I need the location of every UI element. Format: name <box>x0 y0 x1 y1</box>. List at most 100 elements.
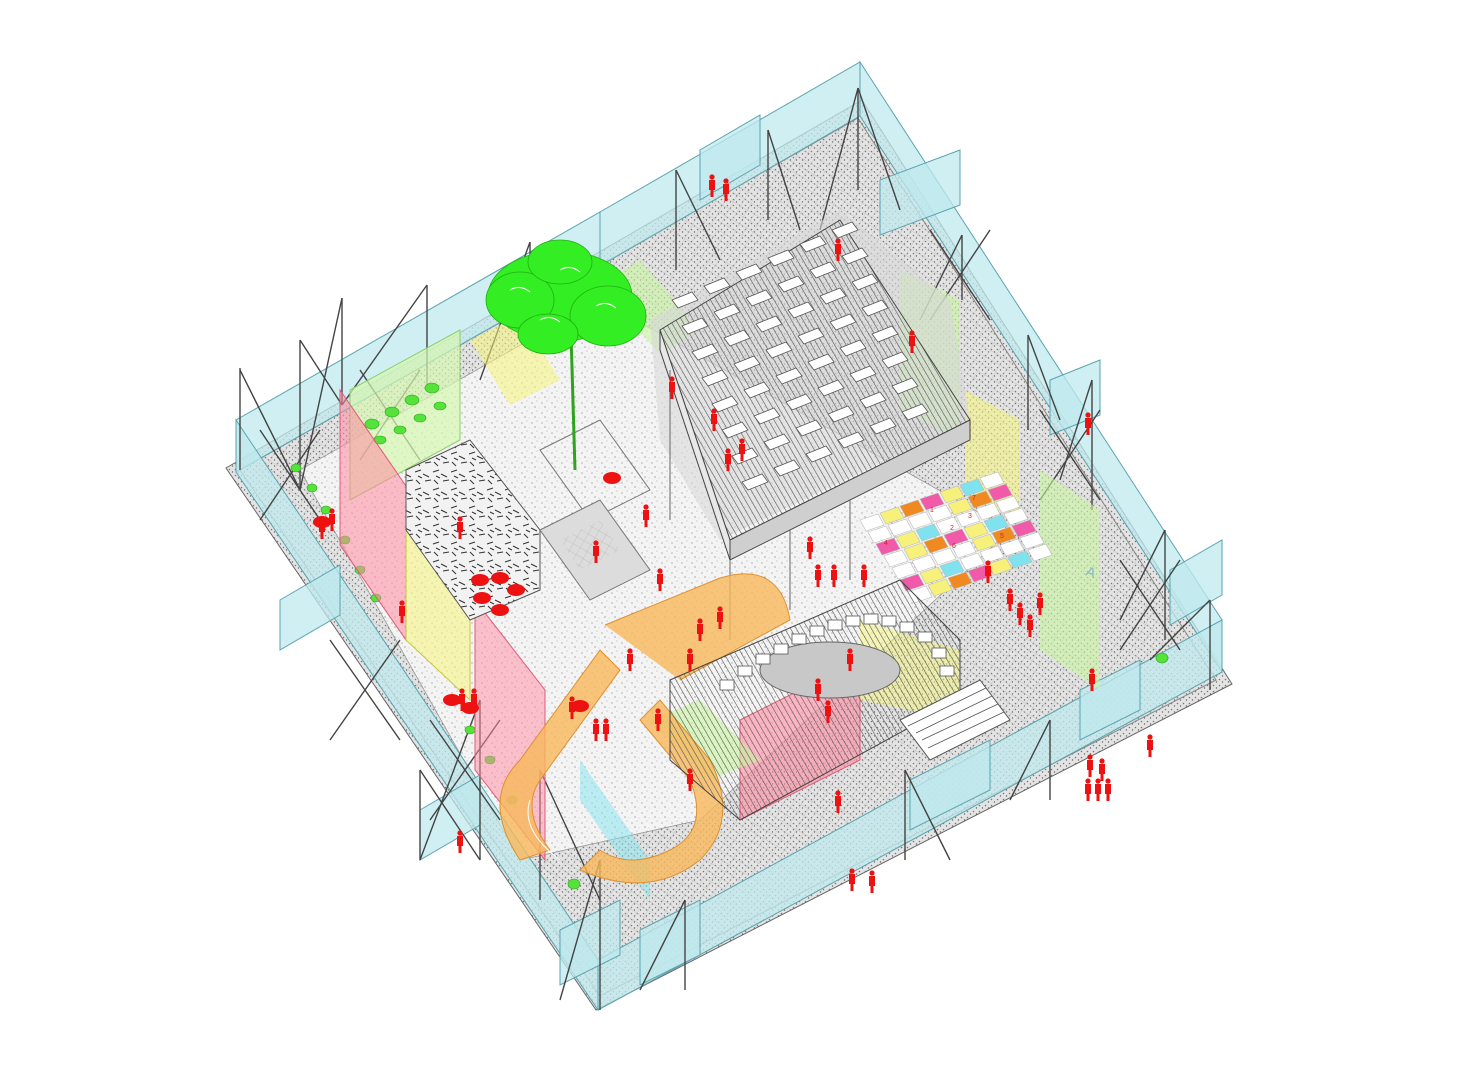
hopscotch-cell <box>951 540 977 559</box>
desk <box>731 447 759 465</box>
hopscotch-cell <box>1003 507 1029 526</box>
person-figure <box>1085 778 1091 801</box>
desk <box>681 317 709 335</box>
amphitheatre <box>669 579 1011 821</box>
person-figure <box>603 718 609 741</box>
person-figure <box>1027 614 1033 637</box>
desk <box>785 393 813 411</box>
hopscotch-cell <box>959 478 985 497</box>
desk <box>901 403 929 421</box>
desk <box>829 313 857 331</box>
hopscotch-cell <box>979 471 1005 490</box>
person-figure <box>669 376 675 399</box>
desk <box>733 355 761 373</box>
person-figure <box>457 516 463 539</box>
desk <box>743 381 771 399</box>
person-figure <box>861 564 867 587</box>
desk <box>837 431 865 449</box>
desk <box>767 249 795 267</box>
hopscotch-number: 7 <box>972 495 976 502</box>
person-figure <box>869 870 875 893</box>
hopscotch-cell <box>919 492 945 511</box>
desk <box>795 419 823 437</box>
desk <box>721 421 749 439</box>
person-figure <box>709 174 715 197</box>
desk <box>753 407 781 425</box>
desk <box>819 287 847 305</box>
seated-group <box>313 516 331 528</box>
hopscotch-cell <box>915 523 941 542</box>
desk <box>755 315 783 333</box>
person-figure <box>1087 754 1093 777</box>
person-figure <box>697 618 703 641</box>
person-figure <box>1007 588 1013 611</box>
hopscotch-cell <box>1007 550 1033 569</box>
desk <box>869 417 897 435</box>
hopscotch-cell <box>879 506 905 525</box>
hopscotch-cell <box>911 554 937 573</box>
desk <box>805 445 833 463</box>
seated-group <box>571 700 589 712</box>
seated-group <box>473 592 491 604</box>
person-figure <box>1105 778 1111 801</box>
hopscotch-cell <box>923 535 949 554</box>
desk <box>723 329 751 347</box>
hopscotch-cell <box>919 566 945 585</box>
desk <box>703 277 731 295</box>
desk <box>849 365 877 383</box>
hopscotch-cell <box>1019 531 1045 550</box>
person-figure <box>687 768 693 791</box>
person-figure <box>985 560 991 583</box>
hopscotch-cell <box>963 521 989 540</box>
desk <box>711 395 739 413</box>
desk <box>807 353 835 371</box>
hopscotch-cell <box>859 513 885 532</box>
desk <box>735 263 763 281</box>
hopscotch-cell <box>975 502 1001 521</box>
person-figure <box>711 408 717 431</box>
hopscotch-cell <box>959 552 985 571</box>
structural-masts <box>239 87 1211 1010</box>
desk <box>809 261 837 279</box>
hopscotch-cell <box>895 530 921 549</box>
person-figure <box>627 648 633 671</box>
desk <box>861 299 889 317</box>
person-figure <box>725 448 731 471</box>
desk <box>765 341 793 359</box>
person-figure <box>1037 592 1043 615</box>
tree <box>485 239 647 471</box>
people-figures <box>313 174 1153 893</box>
person-figure <box>807 536 813 559</box>
hopscotch-cell <box>983 514 1009 533</box>
person-figure <box>849 868 855 891</box>
hopscotch-cell <box>927 504 953 523</box>
hopscotch-number: 2 <box>950 525 954 532</box>
hopscotch-cell <box>867 525 893 544</box>
desk <box>841 247 869 265</box>
seated-group <box>471 574 489 586</box>
hopscotch-number: 5 <box>1000 533 1004 540</box>
seated-group <box>491 572 509 584</box>
desk <box>871 325 899 343</box>
hopscotch-cell <box>907 511 933 530</box>
person-figure <box>329 508 335 531</box>
person-figure <box>593 540 599 563</box>
hopscotch-number: 4 <box>884 540 888 547</box>
hopscotch-cell <box>999 538 1025 557</box>
person-figure <box>835 790 841 813</box>
seated-group <box>507 584 525 596</box>
hopscotch-cell <box>947 497 973 516</box>
desk <box>839 339 867 357</box>
person-figure <box>1089 668 1095 691</box>
person-figure <box>643 504 649 527</box>
person-figure <box>657 568 663 591</box>
desk <box>799 235 827 253</box>
person-figure <box>847 648 853 671</box>
person-figure <box>1095 778 1101 801</box>
person-figure <box>1099 758 1105 781</box>
person-figure <box>835 238 841 261</box>
hopscotch-number: 6 <box>952 543 956 550</box>
hopscotch-cell <box>1011 519 1037 538</box>
desk <box>797 327 825 345</box>
person-figure <box>723 178 729 201</box>
